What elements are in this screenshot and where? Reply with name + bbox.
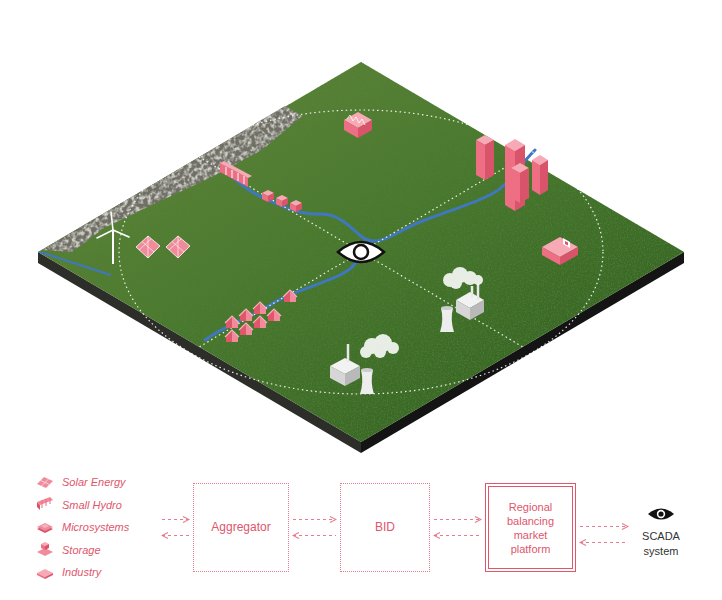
node-text: Industry — [62, 561, 158, 584]
process-box: Aggregator — [193, 483, 289, 572]
solar-panel — [166, 236, 190, 258]
dashed-arrow — [293, 535, 336, 536]
platform-box: Regional balancing market platform — [485, 483, 576, 572]
solar-icon — [37, 477, 53, 488]
river — [40, 252, 110, 275]
dam-lines — [226, 167, 244, 184]
rock-texture — [40, 100, 310, 260]
wind-turbine — [97, 212, 129, 264]
panel-grid — [169, 236, 184, 258]
flow-connector — [293, 520, 336, 536]
grass-texture — [38, 62, 684, 442]
dam-top — [220, 161, 252, 178]
process-box: BID — [340, 483, 430, 572]
dotted-guides — [119, 110, 603, 394]
factory-right — [542, 237, 578, 265]
source-icons — [37, 477, 53, 579]
factory-top — [344, 112, 372, 138]
axis-line — [199, 157, 523, 347]
axis-line — [199, 157, 523, 347]
range-ellipse — [119, 110, 603, 394]
industry-icon — [37, 569, 53, 579]
solar-panels — [136, 236, 190, 258]
node-text: Solar Energy — [62, 471, 158, 494]
scada-eye — [648, 509, 674, 520]
power-plant — [330, 334, 399, 394]
storage-icon — [37, 542, 53, 556]
dashed-arrow — [162, 519, 189, 520]
system-label: SCADA system — [632, 502, 690, 567]
city-towers — [476, 135, 548, 211]
dam — [220, 161, 252, 187]
node-text: SCADA system — [632, 529, 690, 559]
mountains — [40, 100, 310, 260]
central-eye — [338, 242, 384, 262]
node-text: BID — [375, 520, 395, 535]
node-text: Microsystems — [62, 516, 158, 539]
dashed-arrow — [293, 519, 336, 520]
flow-connector — [434, 520, 481, 536]
grass-ground — [38, 62, 684, 442]
small-hydro-unit — [290, 200, 302, 212]
dashed-arrow — [434, 519, 481, 520]
turbine-blades — [97, 212, 129, 238]
map-slab — [38, 62, 684, 453]
dashed-arrow — [434, 535, 481, 536]
hydro-icon — [37, 497, 53, 510]
panel-grid — [139, 236, 154, 258]
node-text: Small Hydro — [62, 494, 158, 517]
dashed-arrow — [580, 542, 628, 543]
microsystem-icon — [37, 523, 53, 533]
rivers — [40, 150, 535, 340]
source-list: Solar EnergySmall HydroMicrosystemsStora… — [62, 471, 158, 592]
dashed-arrow — [580, 526, 628, 527]
node-text: Storage — [62, 539, 158, 562]
river — [205, 258, 361, 340]
turbine-pole — [112, 230, 114, 264]
small-hydro-unit — [262, 190, 274, 202]
flow-connector — [580, 527, 628, 543]
flow-connector — [162, 520, 189, 536]
village — [225, 290, 297, 342]
node-text: Aggregator — [211, 520, 270, 535]
node-text: Regional balancing market platform — [494, 500, 567, 556]
small-hydro-unit — [276, 195, 288, 207]
solar-panel — [136, 236, 160, 258]
power-plant — [440, 267, 484, 332]
dashed-arrow — [162, 535, 189, 536]
